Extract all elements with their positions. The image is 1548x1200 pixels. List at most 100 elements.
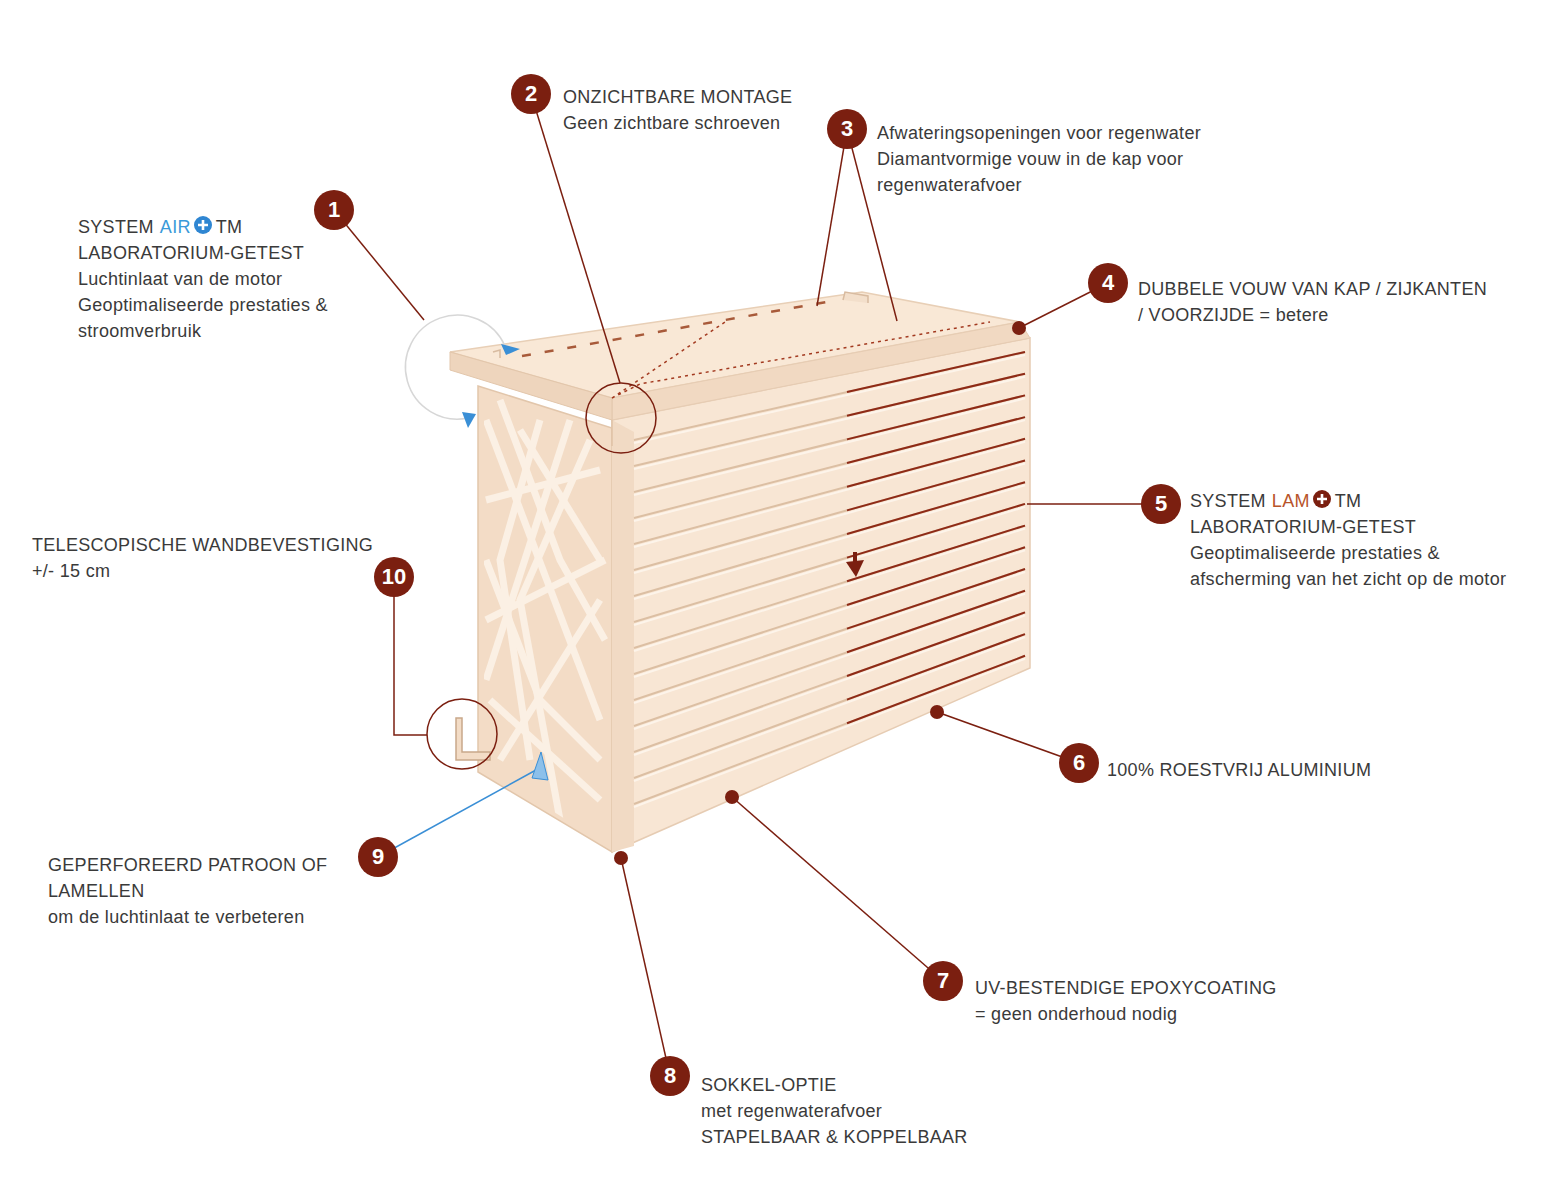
leader-dots bbox=[614, 321, 1026, 865]
callout-description: GEPERFOREERD PATROON OF LAMELLENom de lu… bbox=[48, 852, 366, 930]
callout-description: SYSTEMLAMTMLABORATORIUM-GETESTGeoptimali… bbox=[1190, 488, 1525, 592]
description-text: LABORATORIUM-GETEST bbox=[1190, 514, 1525, 540]
louver-edge bbox=[847, 374, 1025, 416]
system-name: LAM bbox=[1272, 491, 1310, 511]
callout-description: SOKKEL-OPTIEmet regenwaterafvoerSTAPELBA… bbox=[701, 1072, 1031, 1150]
description-text: LABORATORIUM-GETEST bbox=[78, 240, 368, 266]
callout-number: 1SYSTEMAIRTMLABORATORIUM-GETESTLuchtinla… bbox=[314, 190, 354, 230]
diamond-fold bbox=[612, 322, 990, 398]
callout-number-text: 7 bbox=[923, 961, 963, 1001]
plus-icon-circle bbox=[1313, 490, 1331, 508]
callout-description: DUBBELE VOUW VAN KAP / ZIJKANTEN / VOORZ… bbox=[1138, 276, 1488, 328]
callout-number: 10TELESCOPISCHE WANDBEVESTIGING+/- 15 cm bbox=[374, 557, 414, 597]
description-text: 100% ROESTVRIJ ALUMINIUM bbox=[1107, 757, 1437, 783]
trademark: TM bbox=[216, 217, 243, 237]
louver bbox=[634, 504, 1025, 622]
callout-number-text: 9 bbox=[358, 837, 398, 877]
callout-number-text: 6 bbox=[1059, 743, 1099, 783]
louver-highlight bbox=[634, 572, 1025, 703]
louver-edge bbox=[847, 439, 1025, 487]
callout-description: 100% ROESTVRIJ ALUMINIUM bbox=[1107, 757, 1437, 783]
louver-highlight bbox=[634, 507, 1025, 625]
description-text: UV-BESTENDIGE EPOXYCOATING bbox=[975, 975, 1335, 1001]
plus-icon bbox=[193, 215, 213, 235]
description-text: Geen zichtbare schroeven bbox=[563, 110, 863, 136]
heading-text: SYSTEM bbox=[78, 217, 154, 237]
louver-edge bbox=[847, 482, 1025, 534]
description-text: Geoptimaliseerde prestaties & stroomverb… bbox=[78, 292, 368, 344]
description-text: +/- 15 cm bbox=[32, 558, 412, 584]
leader-lines bbox=[334, 94, 1161, 1076]
callout-description: Afwateringsopeningen voor regenwaterDiam… bbox=[877, 120, 1277, 198]
louver bbox=[634, 461, 1025, 571]
callout-number: 3Afwateringsopeningen voor regenwaterDia… bbox=[827, 109, 867, 149]
callout-description: SYSTEM AIR TM LABORATORIUM-GETESTLuchtinlaa… bbox=[78, 214, 368, 344]
detail-circle bbox=[586, 383, 656, 453]
system-heading: SYSTEM AIR TM bbox=[78, 214, 368, 240]
callout-number: 9GEPERFOREERD PATROON OF LAMELLENom de l… bbox=[358, 837, 398, 877]
airflow-arrowhead bbox=[462, 412, 476, 428]
callout-description: ONZICHTBARE MONTAGEGeen zichtbare schroe… bbox=[563, 84, 863, 136]
description-text: om de luchtinlaat te verbeteren bbox=[48, 904, 366, 930]
callout-description: UV-BESTENDIGE EPOXYCOATING= geen onderho… bbox=[975, 975, 1335, 1027]
plus-icon bbox=[1312, 489, 1332, 509]
louver-group bbox=[634, 352, 1025, 807]
callout-number: 2ONZICHTBARE MONTAGEGeen zichtbare schro… bbox=[511, 74, 551, 114]
louver-edge bbox=[847, 461, 1025, 511]
louver bbox=[634, 612, 1025, 752]
louver-highlight bbox=[634, 420, 1025, 521]
louver-edge bbox=[847, 569, 1025, 629]
description-text: Luchtinlaat van de motor bbox=[78, 266, 368, 292]
plus-icon-circle bbox=[194, 216, 212, 234]
callout-number-text: 5 bbox=[1141, 484, 1181, 524]
front-face bbox=[612, 338, 1030, 852]
callout-number: 6100% ROESTVRIJ ALUMINIUM bbox=[1059, 743, 1099, 783]
description-text: met regenwaterafvoer bbox=[701, 1098, 1031, 1124]
callout-number-text: 4 bbox=[1088, 263, 1128, 303]
louver-highlight bbox=[634, 442, 1025, 547]
lattice-pattern bbox=[486, 400, 605, 820]
louver bbox=[634, 439, 1025, 544]
callout-number: 7UV-BESTENDIGE EPOXYCOATING= geen onderh… bbox=[923, 961, 963, 1001]
louver-arrow bbox=[846, 560, 864, 577]
description-text: STAPELBAAR & KOPPELBAAR bbox=[701, 1124, 1031, 1150]
description-text: DUBBELE VOUW VAN KAP / ZIJKANTEN / VOORZ… bbox=[1138, 276, 1488, 328]
plus-icon-cross bbox=[198, 220, 208, 230]
system-name: AIR bbox=[160, 217, 191, 237]
louver-highlight bbox=[634, 637, 1025, 781]
louver-edge bbox=[847, 504, 1025, 558]
louver-edge bbox=[847, 547, 1025, 605]
callout-number: 4DUBBELE VOUW VAN KAP / ZIJKANTEN / VOOR… bbox=[1088, 263, 1128, 303]
louver-highlight bbox=[634, 615, 1025, 755]
side-panel bbox=[478, 386, 612, 852]
airflow-arrowhead bbox=[501, 344, 520, 355]
louver-edge bbox=[847, 656, 1025, 723]
callout-number-text: 10 bbox=[374, 557, 414, 597]
description-text: Afwateringsopeningen voor regenwater bbox=[877, 120, 1277, 146]
description-text: TELESCOPISCHE WANDBEVESTIGING bbox=[32, 532, 412, 558]
louver-edge bbox=[847, 526, 1025, 582]
front-frame bbox=[612, 420, 634, 852]
corner-seam bbox=[611, 420, 613, 446]
louver-highlight bbox=[634, 659, 1025, 807]
louver-edge bbox=[847, 417, 1025, 463]
description-text: = geen onderhoud nodig bbox=[975, 1001, 1335, 1027]
callout-number-text: 1 bbox=[314, 190, 354, 230]
callout-number-text: 8 bbox=[650, 1056, 690, 1096]
callout-number-text: 3 bbox=[827, 109, 867, 149]
louver bbox=[634, 634, 1025, 778]
callout-description: TELESCOPISCHE WANDBEVESTIGING+/- 15 cm bbox=[32, 532, 412, 584]
description-text: SOKKEL-OPTIE bbox=[701, 1072, 1031, 1098]
description-text: Geoptimaliseerde prestaties & afschermin… bbox=[1190, 540, 1525, 592]
system-heading: SYSTEMLAMTM bbox=[1190, 488, 1525, 514]
callout-number: 8SOKKEL-OPTIEmet regenwaterafvoerSTAPELB… bbox=[650, 1056, 690, 1096]
callout-number-text: 2 bbox=[511, 74, 551, 114]
leader-marker bbox=[532, 752, 548, 780]
louver-edge bbox=[847, 395, 1025, 439]
description-text: ONZICHTBARE MONTAGE bbox=[563, 84, 863, 110]
louver-highlight bbox=[634, 464, 1025, 574]
louver bbox=[634, 482, 1025, 596]
callout-number: 5SYSTEMLAMTMLABORATORIUM-GETESTGeoptimal… bbox=[1141, 484, 1181, 524]
